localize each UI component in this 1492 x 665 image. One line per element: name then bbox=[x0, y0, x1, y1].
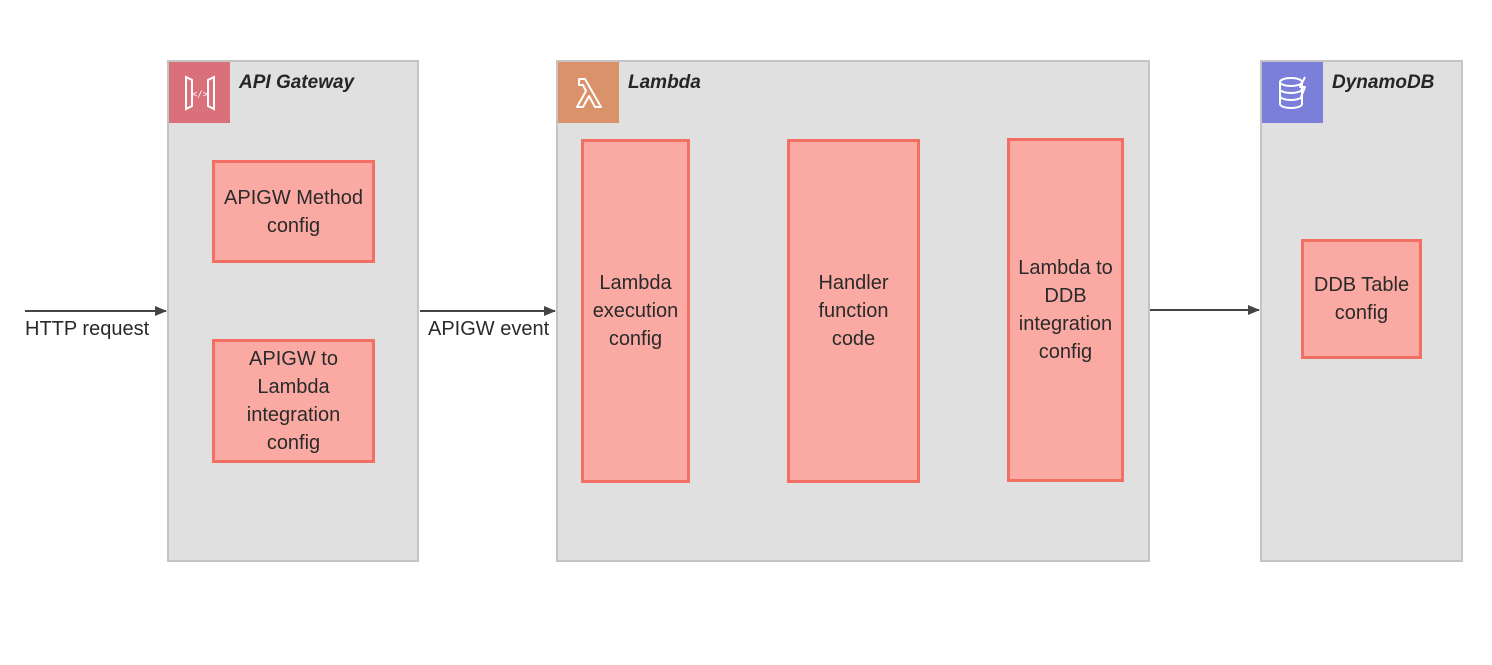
handler-function-code-label: Handler function code bbox=[818, 272, 889, 350]
apigw-method-config-label: APIGW Method config bbox=[224, 186, 363, 237]
lambda-ddb-integration-label: Lambda to DDB integration config bbox=[1018, 257, 1113, 363]
lambda-execution-config-label: Lambda execution config bbox=[592, 272, 679, 350]
svg-text:</>: </> bbox=[191, 90, 208, 100]
lambda-ddb-integration-box: Lambda to DDB integration config bbox=[1007, 138, 1124, 482]
lambda-icon bbox=[558, 62, 619, 123]
dynamodb-title: DynamoDB bbox=[1332, 72, 1435, 93]
handler-function-code-box: Handler function code bbox=[787, 139, 920, 483]
edge-label-http-request: HTTP request bbox=[25, 318, 150, 340]
apigw-method-config-box: APIGW Method config bbox=[212, 160, 375, 263]
api-gateway-group: </> API Gateway bbox=[167, 60, 419, 562]
lambda-title: Lambda bbox=[628, 72, 701, 93]
dynamodb-icon bbox=[1262, 62, 1323, 123]
apigw-lambda-integration-label: APIGW to Lambda integration config bbox=[246, 348, 341, 454]
ddb-table-config-label: DDB Table config bbox=[1313, 274, 1410, 324]
ddb-table-config-box: DDB Table config bbox=[1301, 239, 1422, 359]
apigw-lambda-integration-box: APIGW to Lambda integration config bbox=[212, 339, 375, 463]
api-gateway-title: API Gateway bbox=[239, 72, 355, 93]
api-gateway-icon: </> bbox=[169, 62, 230, 123]
lambda-execution-config-box: Lambda execution config bbox=[581, 139, 690, 483]
edge-label-apigw-event: APIGW event bbox=[428, 318, 550, 340]
